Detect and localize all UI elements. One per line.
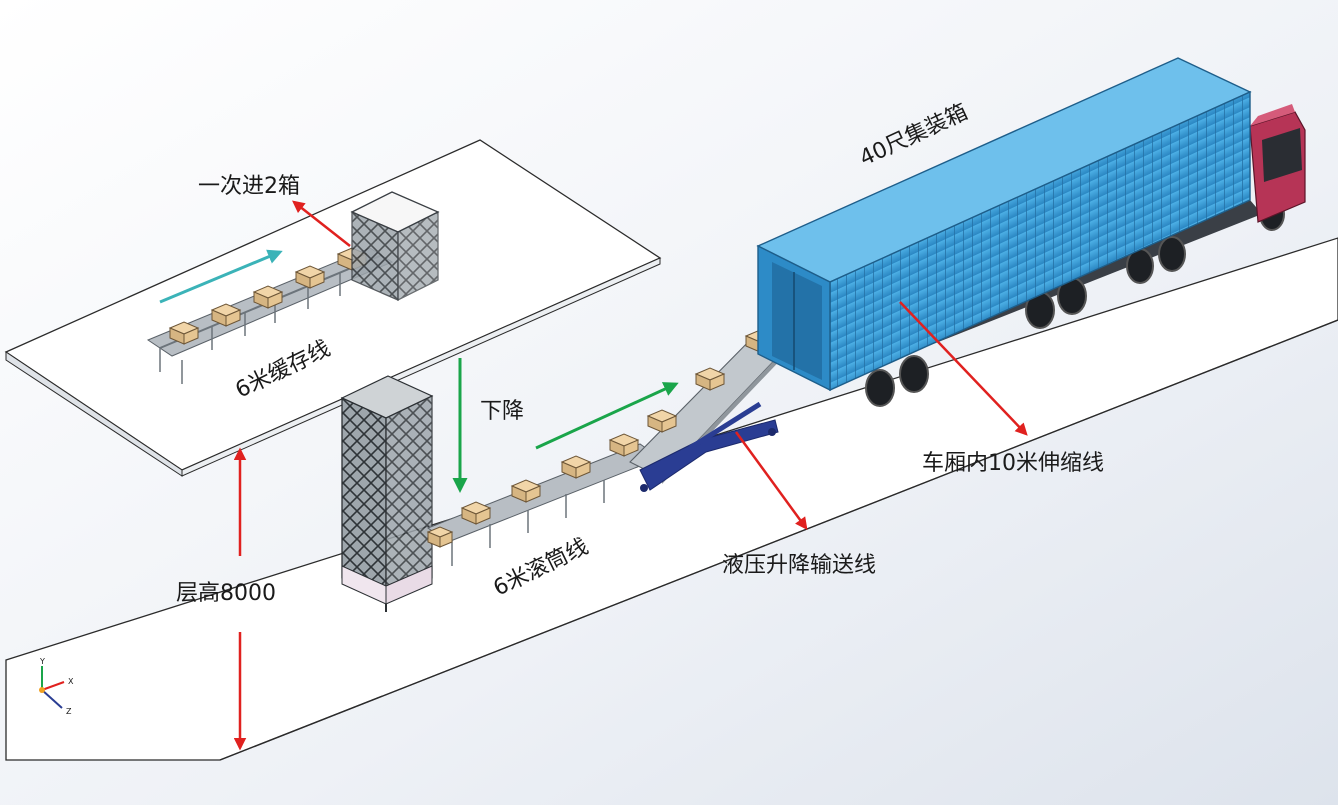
lift-tower — [340, 375, 434, 612]
buffer-boxes — [168, 247, 368, 345]
red-arrow-telescopic — [899, 301, 1028, 436]
coordinate-triad-icon: Y X Z — [39, 657, 74, 716]
truck-wheels — [865, 197, 1285, 407]
red-arrow-hydraulic — [734, 431, 808, 531]
label-descend: 下降 — [480, 399, 524, 424]
red-arrow-intake — [292, 200, 351, 247]
green-arrow-forward — [535, 382, 679, 450]
teal-arrow — [159, 249, 283, 304]
upper-floor — [4, 139, 662, 477]
entry-cage — [350, 191, 440, 302]
axis-z-label: Z — [66, 707, 72, 716]
shipping-container — [756, 57, 1252, 392]
label-telescopic-line: 车厢内10米伸缩线 — [922, 451, 1104, 476]
roller-boxes — [426, 433, 640, 548]
axis-x-label: X — [68, 677, 74, 686]
axis-y-label: Y — [39, 657, 45, 666]
truck-cab — [1249, 104, 1306, 223]
roller-conveyor — [426, 433, 662, 566]
arrows — [159, 200, 1028, 751]
label-hydraulic-line: 液压升降输送线 — [722, 553, 876, 578]
label-intake: 一次进2箱 — [198, 174, 300, 199]
label-floor-height: 层高8000 — [176, 581, 276, 606]
lower-floor — [5, 237, 1338, 761]
